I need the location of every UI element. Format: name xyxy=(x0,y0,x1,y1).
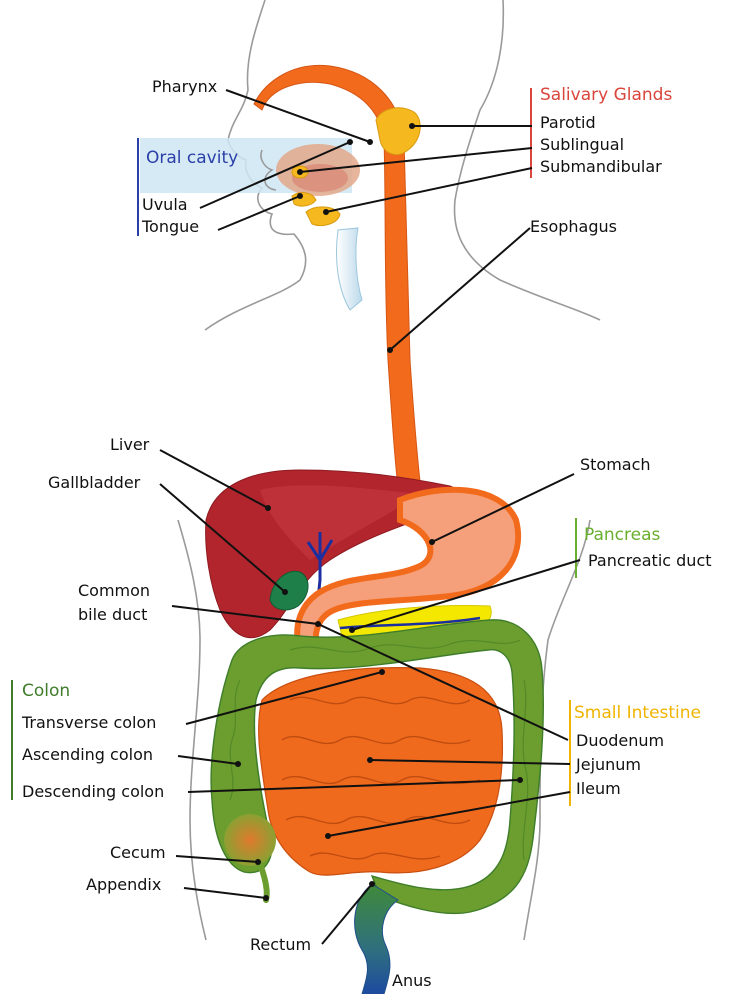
label-pharynx: Pharynx xyxy=(152,77,217,96)
label-stomach: Stomach xyxy=(580,455,651,474)
label-jejunum: Jejunum xyxy=(575,755,641,774)
label-descending-colon: Descending colon xyxy=(22,782,164,801)
label-liver: Liver xyxy=(110,435,150,454)
label-uvula: Uvula xyxy=(142,195,188,214)
label-gallbladder: Gallbladder xyxy=(48,473,141,492)
label-transverse-colon: Transverse colon xyxy=(21,713,156,732)
label-sublingual: Sublingual xyxy=(540,135,624,154)
label-cecum: Cecum xyxy=(110,843,166,862)
oral-cavity-heading: Oral cavity xyxy=(146,148,238,168)
label-ileum: Ileum xyxy=(576,779,621,798)
label-common-bile-duct-line1: Common xyxy=(78,581,150,600)
label-ascending-colon: Ascending colon xyxy=(22,745,153,764)
label-common-bile-duct-line2: bile duct xyxy=(78,605,147,624)
label-tongue: Tongue xyxy=(141,217,199,236)
label-appendix: Appendix xyxy=(86,875,161,894)
salivary-glands-heading: Salivary Glands xyxy=(540,85,672,105)
label-esophagus: Esophagus xyxy=(530,217,617,236)
cecum xyxy=(224,814,276,866)
label-duodenum: Duodenum xyxy=(576,731,664,750)
label-submandibular: Submandibular xyxy=(540,157,662,176)
small-intestine-heading: Small Intestine xyxy=(574,703,701,723)
appendix xyxy=(260,864,267,900)
label-anus: Anus xyxy=(392,971,432,990)
label-parotid: Parotid xyxy=(540,113,596,132)
colon-heading: Colon xyxy=(22,681,70,701)
trachea xyxy=(337,228,363,310)
pancreas-heading: Pancreas xyxy=(584,525,661,545)
label-rectum: Rectum xyxy=(250,935,311,954)
label-pancreatic-duct: Pancreatic duct xyxy=(588,551,712,570)
